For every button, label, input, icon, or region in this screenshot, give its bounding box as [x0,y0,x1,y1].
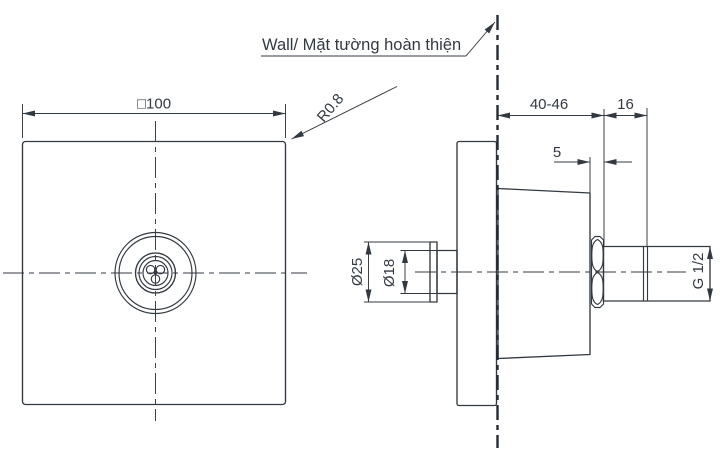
tip-diameter-label: Ø18 [381,259,398,287]
dim-thread-size: G 1/2 [690,246,713,301]
nozzle-outer-circle [114,231,197,315]
escutcheon-cone [497,187,591,360]
side-view: Ø25 Ø18 40-46 16 5 G [349,96,713,407]
dim-thread-length: 16 [603,96,648,247]
nozzle-face-circle [142,259,169,287]
dim-corner-radius: R0.8 [291,86,398,140]
thread-size-label: G 1/2 [690,253,707,290]
leader-line [291,86,398,140]
spray-center-dot [153,271,158,275]
nut-outline [590,235,605,309]
outer-diameter-label: Ø25 [349,258,366,286]
thread-length-label: 16 [617,96,634,113]
spray-hole [155,264,166,275]
front-view: □100 R0.8 [3,86,398,421]
wall-label: Wall/ Mặt tường hoàn thiện [262,36,461,54]
corner-radius-label: R0.8 [314,91,348,126]
wall-leader-line [465,21,496,57]
embed-depth-label: 40-46 [530,96,568,113]
dim-outer-diameter: Ø25 [349,241,437,303]
wall-annotation: Wall/ Mặt tường hoàn thiện [261,15,499,448]
nut-chamfer-upper [591,238,604,273]
dim-embed-depth: 40-46 [497,96,604,119]
nozzle-mid-ring [138,255,173,291]
nozzle-outer-ring [118,235,193,311]
nut-thickness-label: 5 [553,144,561,161]
faceplate-outline [21,140,287,406]
dim-tip-diameter: Ø18 [381,250,457,294]
nut-chamfer-lower [591,271,604,306]
nozzle-mid-circle [134,252,177,294]
plate-size-label: □100 [137,96,171,113]
faceplate-side [456,140,498,407]
spray-hole [150,274,161,284]
dim-nut-thickness: 5 [553,144,632,165]
spray-hole [145,264,156,275]
dim-plate-size: □100 [22,96,286,138]
